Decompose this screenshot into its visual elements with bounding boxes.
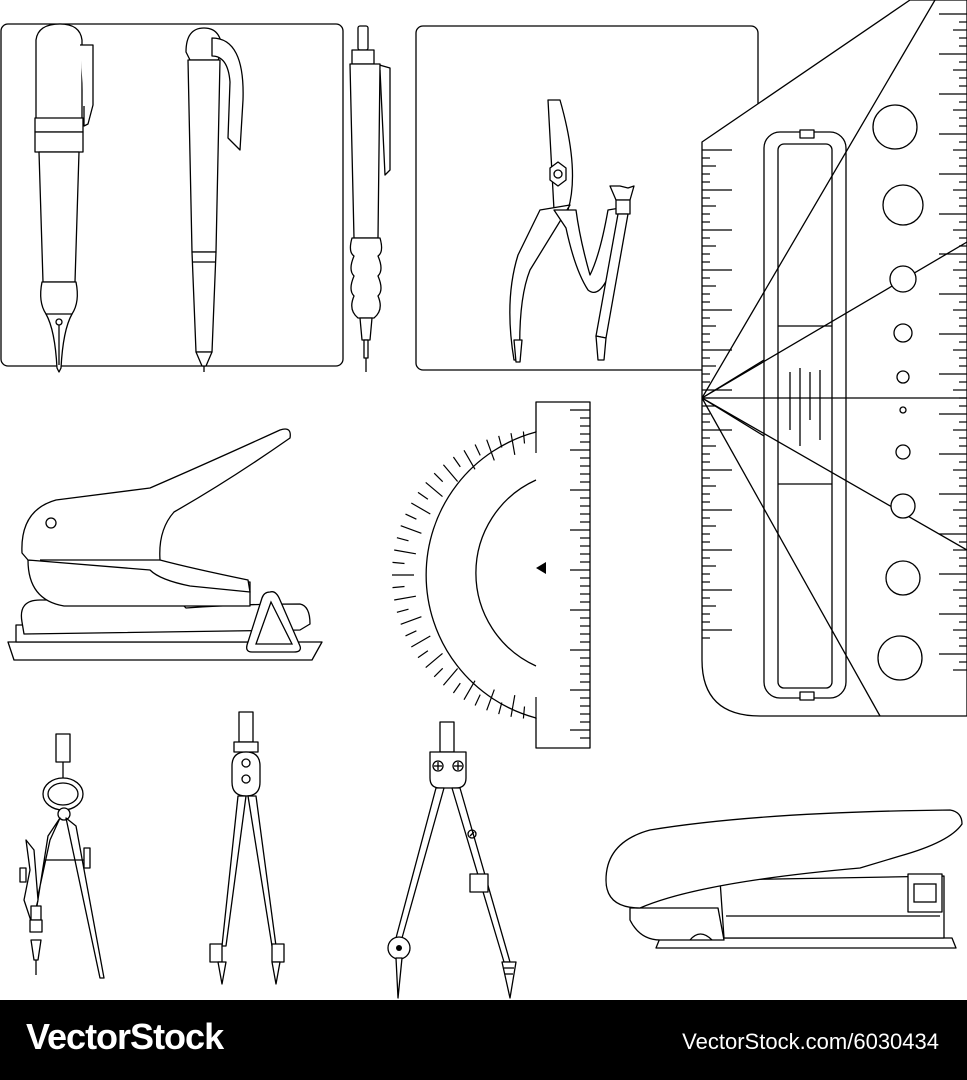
protractor-ruler-ticks xyxy=(570,409,590,739)
protractor-tick xyxy=(392,585,405,589)
drawing-compass-icon xyxy=(387,721,517,999)
protractor-tick xyxy=(405,630,417,637)
protractor-tick xyxy=(442,464,459,482)
protractor-tick xyxy=(522,431,526,444)
protractor-tick xyxy=(410,635,431,648)
protractor-tick xyxy=(486,439,495,461)
protractor-tick xyxy=(405,513,417,520)
template-circles xyxy=(872,104,924,681)
bow-compass-icon xyxy=(19,733,105,979)
protractor-tick xyxy=(510,433,516,456)
protractor-tick xyxy=(410,502,431,515)
protractor-tick xyxy=(474,444,481,456)
protractor-tick xyxy=(394,595,417,601)
protractor-tick xyxy=(522,706,526,719)
divider-icon xyxy=(209,711,285,985)
compass-icon xyxy=(509,99,635,363)
protractor-tick xyxy=(400,616,422,625)
protractor-tick xyxy=(510,694,516,717)
footer-bar: VectorStock VectorStock.com/6030434 xyxy=(0,1000,967,1080)
protractor-tick xyxy=(425,652,443,669)
protractor-tick xyxy=(474,694,481,706)
protractor-icon xyxy=(392,401,591,749)
protractor-lines xyxy=(701,0,967,717)
protractor-tick xyxy=(498,435,503,448)
protractor-tick xyxy=(392,561,405,565)
protractor-tick xyxy=(425,481,443,498)
template-ruler-ticks xyxy=(702,13,967,671)
protractor-tick xyxy=(417,491,429,500)
protractor-tick xyxy=(486,689,495,711)
ballpoint-pen-icon xyxy=(185,27,244,372)
stapler-icon xyxy=(605,809,963,949)
protractor-tick xyxy=(452,682,461,694)
hole-punch-icon xyxy=(7,428,323,661)
protractor-tick xyxy=(433,472,444,483)
compass-panel xyxy=(415,25,759,371)
protractor-tick xyxy=(433,667,444,678)
stationery-illustration xyxy=(0,0,967,999)
drafting-template-ruler-icon xyxy=(701,0,967,717)
protractor-tick xyxy=(400,525,422,534)
protractor-tick xyxy=(396,537,409,542)
protractor-tick xyxy=(417,650,429,659)
stock-id-label: VectorStock.com/6030434 xyxy=(682,1029,939,1054)
pens-panel xyxy=(0,23,391,373)
fountain-pen-icon xyxy=(34,23,94,373)
protractor-tick xyxy=(463,680,476,701)
protractor-tick xyxy=(498,702,503,715)
protractor-tick xyxy=(442,668,459,686)
protractor-ticks xyxy=(392,431,537,719)
brand-logo[interactable]: VectorStock xyxy=(26,1016,224,1057)
protractor-tick xyxy=(396,608,409,613)
mechanical-pencil-icon xyxy=(349,25,391,372)
protractor-tick xyxy=(394,549,417,555)
protractor-tick xyxy=(463,449,476,470)
protractor-tick xyxy=(452,456,461,468)
